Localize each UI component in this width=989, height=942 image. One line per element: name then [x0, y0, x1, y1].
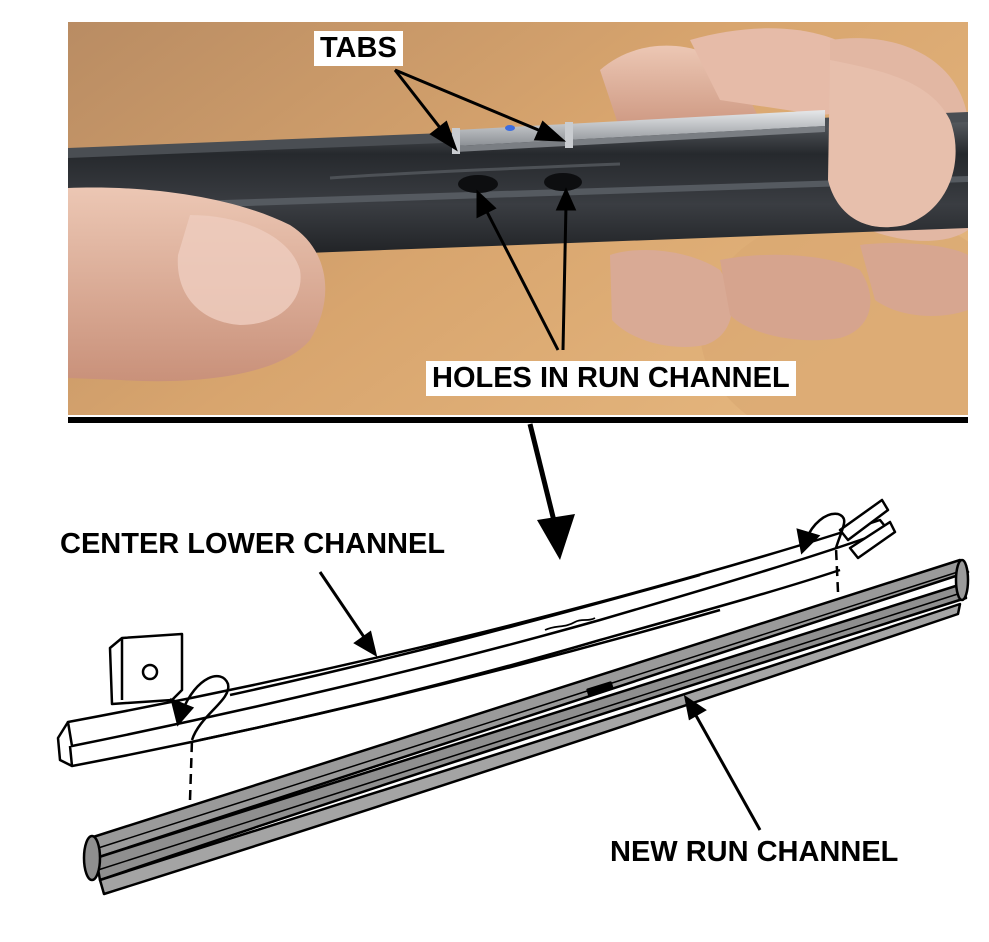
center-lower-channel-label: CENTER LOWER CHANNEL	[60, 528, 446, 560]
tabs-arrows	[393, 68, 567, 152]
alignment-loop-left	[170, 674, 230, 801]
panel-divider	[68, 417, 968, 423]
new-run-channel-label: NEW RUN CHANNEL	[610, 836, 899, 868]
left-thumb	[68, 187, 326, 382]
channel-hole-left	[458, 175, 498, 193]
new-channel-arrow	[683, 694, 762, 831]
center-lower-channel	[56, 498, 897, 768]
holes-in-run-channel-label: HOLES IN RUN CHANNEL	[426, 361, 796, 396]
channel-hole-right	[544, 173, 582, 191]
rubber-run-channel	[68, 110, 968, 262]
alignment-loop-right	[796, 512, 846, 593]
new-run-channel	[82, 558, 970, 896]
tabs-label: TABS	[314, 31, 403, 66]
right-thumb	[828, 60, 956, 228]
pointer-arrow	[527, 423, 575, 560]
photo-panel	[68, 22, 968, 415]
holes-arrows	[476, 187, 577, 351]
center-channel-arrow	[318, 571, 378, 658]
